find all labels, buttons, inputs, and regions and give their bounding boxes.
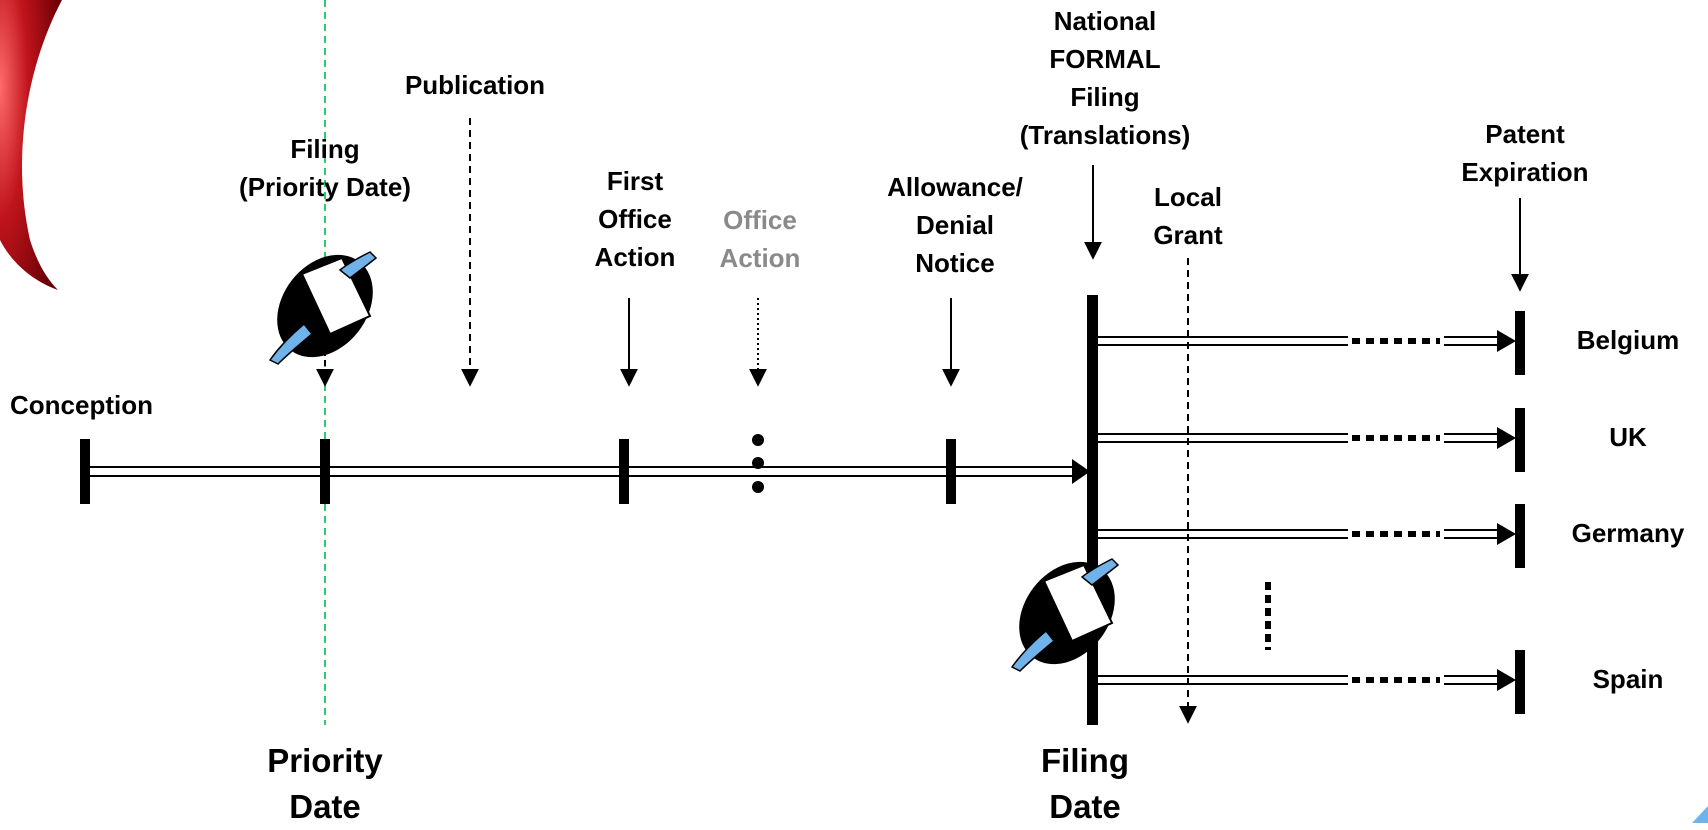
country-branch-uk (1098, 408, 1525, 472)
country-belgium-label: Belgium (1576, 325, 1680, 355)
local-grant-label: Local Grant (1153, 182, 1223, 250)
conception-label: Conception (10, 390, 153, 420)
allowance-label: Allowance/ Denial Notice (887, 172, 1023, 278)
main-timeline (85, 459, 1090, 484)
allowance-tick (946, 439, 956, 504)
country-uk-label: UK (1609, 422, 1647, 452)
country-germany-label: Germany (1571, 518, 1685, 548)
national-formal-filing-label: National FORMAL Filing (Translations) (1019, 6, 1191, 150)
handshake-document-clipart-priority (268, 251, 378, 365)
filing-priority-label: Filing (Priority Date) (239, 134, 411, 202)
filing-date-label: Filing Date (1041, 742, 1129, 825)
patent-expiration-label: Patent Expiration (1461, 119, 1589, 187)
publication-label: Publication (404, 70, 546, 100)
red-swoosh-logo (0, 0, 62, 290)
first-office-action-tick (619, 439, 629, 504)
country-branch-germany (1098, 504, 1525, 568)
conception-tick (80, 439, 90, 504)
office-action-label: Office Action (719, 205, 801, 273)
country-spain-label: Spain (1592, 664, 1664, 694)
priority-date-label: Priority Date (267, 742, 383, 825)
priority-filing-tick (320, 439, 330, 504)
national-phase-bar (1087, 295, 1098, 725)
country-branch-belgium (1098, 311, 1525, 375)
corner-mark (1692, 806, 1708, 823)
country-branch-spain (1098, 650, 1525, 714)
ellipsis-dots (752, 434, 764, 493)
first-office-action-label: First Office Action (594, 166, 676, 272)
handshake-document-clipart-filing (1010, 558, 1120, 672)
